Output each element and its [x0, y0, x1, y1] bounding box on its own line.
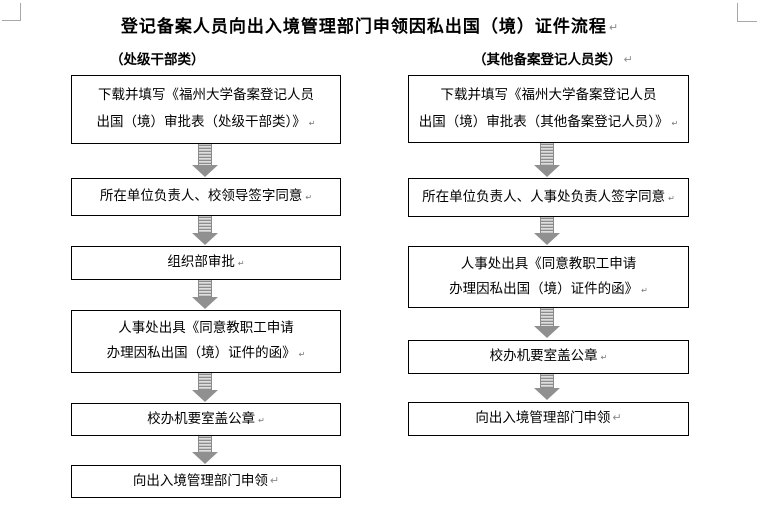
arrow-shaft	[540, 374, 554, 388]
arrow-shaft	[198, 144, 212, 165]
down-arrow	[534, 143, 560, 177]
column-header-other-registered: （其他备案登记人员类）↵	[473, 48, 633, 68]
flow-step-line: 校办机要室盖公章↵	[489, 348, 608, 365]
paragraph-mark-icon: ↵	[608, 21, 620, 34]
text-boundary-mark-top-left	[20, 3, 21, 21]
flow-step-apply-exit-entry-admin: 向出入境管理部门申领↵	[71, 465, 341, 498]
paragraph-mark-icon: ↵	[308, 119, 316, 129]
flow-step-line: 向出入境管理部门申领↵	[132, 472, 280, 490]
down-arrow	[192, 216, 218, 245]
arrow-shaft	[198, 436, 212, 452]
flow-step-text: 校办机要室盖公章	[489, 348, 598, 365]
arrow-shaft	[198, 280, 212, 297]
flow-step-download-form-division-chief: 下载并填写《福州大学备案登记人员 出国（境）审批表（处级干部类）》↵	[71, 75, 341, 144]
page-title: 登记备案人员向出入境管理部门申领因私出国（境）证件流程↵	[0, 12, 740, 37]
down-arrow	[192, 373, 218, 402]
arrow-head	[534, 233, 560, 245]
flow-step-text: 校办机要室盖公章	[147, 410, 256, 427]
column-header-text: （处级干部类）	[110, 52, 205, 68]
paragraph-mark-icon: ↵	[269, 473, 280, 487]
arrow-shaft	[540, 217, 554, 233]
flow-step-line: 下载并填写《福州大学备案登记人员	[440, 86, 657, 104]
flow-step-download-form-other-registered: 下载并填写《福州大学备案登记人员 出国（境）审批表（其他备案登记人员）》↵	[408, 75, 689, 143]
flow-step-text: 办理因私出国（境）证件的函》	[106, 345, 296, 362]
flow-step-school-office-seal: 校办机要室盖公章↵	[71, 403, 341, 436]
arrow-head	[534, 165, 560, 177]
flow-step-text: 下载并填写《福州大学备案登记人员	[98, 86, 314, 103]
flow-step-line: 向出入境管理部门申领↵	[475, 410, 622, 427]
flow-step-line: 人事处出具《同意教职工申请	[118, 319, 294, 337]
flow-step-line: 所在单位负责人、人事处负责人签字同意↵	[422, 188, 675, 206]
paragraph-mark-icon: ↵	[305, 193, 313, 203]
down-arrow	[192, 280, 218, 309]
text-boundary-mark-top-right	[737, 21, 757, 22]
flow-step-text: 所在单位负责人、校领导签字同意	[99, 188, 303, 205]
down-arrow	[192, 144, 218, 177]
flow-step-organization-dept-approval: 组织部审批↵	[71, 246, 341, 280]
arrow-head	[192, 390, 218, 402]
flow-step-unit-hr-leader-sign: 所在单位负责人、人事处负责人签字同意↵	[408, 178, 689, 217]
flow-step-text: 办理因私出国（境）证件的函》	[449, 280, 639, 297]
paragraph-mark-icon: ↵	[671, 118, 679, 128]
arrow-head	[192, 165, 218, 177]
down-arrow	[192, 436, 218, 464]
paragraph-mark-icon: ↵	[668, 193, 675, 203]
paragraph-mark-icon: ↵	[623, 53, 633, 66]
arrow-head	[192, 452, 218, 464]
paragraph-mark-icon: ↵	[641, 285, 648, 295]
paragraph-mark-icon: ↵	[237, 259, 245, 269]
down-arrow	[534, 308, 560, 338]
flow-step-text: 所在单位负责人、人事处负责人签字同意	[422, 188, 666, 205]
text-boundary-mark-top-left	[2, 20, 20, 21]
flow-step-line: 人事处出具《同意教职工申请	[460, 255, 637, 273]
flow-step-text: 出国（境）审批表（其他备案登记人员）》	[418, 113, 669, 130]
column-header-text: （其他备案登记人员类）	[473, 52, 622, 68]
paragraph-mark-icon: ↵	[298, 350, 306, 360]
flow-step-school-office-seal: 校办机要室盖公章↵	[408, 340, 689, 374]
column-header-division-chief: （处级干部类）	[110, 48, 205, 68]
flow-step-line: 所在单位负责人、校领导签字同意↵	[99, 188, 313, 205]
arrow-shaft	[540, 308, 554, 326]
flow-step-line: 办理因私出国（境）证件的函》↵	[107, 346, 306, 362]
flow-step-text: 下载并填写《福州大学备案登记人员	[440, 86, 657, 103]
arrow-head	[534, 388, 560, 400]
flow-step-unit-leader-sign: 所在单位负责人、校领导签字同意↵	[71, 178, 341, 216]
flow-step-text: 向出入境管理部门申领	[132, 472, 268, 489]
arrow-head	[192, 297, 218, 309]
arrow-shaft	[198, 373, 212, 390]
flow-step-line: 出国（境）审批表（处级干部类）》↵	[97, 115, 316, 131]
flow-step-line: 校办机要室盖公章↵	[147, 410, 265, 428]
flow-step-line: 办理因私出国（境）证件的函》↵	[449, 280, 648, 298]
arrow-head	[192, 233, 218, 245]
flow-step-hr-consent-letter: 人事处出具《同意教职工申请 办理因私出国（境）证件的函》↵	[71, 310, 341, 373]
text-boundary-mark-top-right	[737, 3, 738, 22]
flow-step-text: 人事处出具《同意教职工申请	[460, 255, 637, 272]
arrow-shaft	[540, 143, 554, 165]
flow-step-line: 出国（境）审批表（其他备案登记人员）》↵	[418, 113, 679, 131]
flow-step-text: 组织部审批	[167, 254, 235, 271]
arrow-head	[534, 326, 560, 338]
paragraph-mark-icon: ↵	[612, 411, 622, 425]
flow-step-text: 人事处出具《同意教职工申请	[118, 319, 294, 336]
paragraph-mark-icon: ↵	[600, 353, 608, 363]
flow-step-text: 向出入境管理部门申领	[475, 410, 611, 427]
flow-step-line: 下载并填写《福州大学备案登记人员	[98, 86, 314, 104]
page-title-text: 登记备案人员向出入境管理部门申领因私出国（境）证件流程	[120, 17, 607, 37]
flow-step-text: 出国（境）审批表（处级干部类）》	[96, 114, 306, 131]
flow-step-hr-consent-letter: 人事处出具《同意教职工申请 办理因私出国（境）证件的函》↵	[408, 246, 689, 308]
paragraph-mark-icon: ↵	[258, 415, 265, 425]
down-arrow	[534, 217, 560, 245]
down-arrow	[534, 374, 560, 400]
flow-step-line: 组织部审批↵	[167, 254, 245, 271]
flow-step-apply-exit-entry-admin: 向出入境管理部门申领↵	[408, 402, 689, 436]
arrow-shaft	[198, 216, 212, 233]
